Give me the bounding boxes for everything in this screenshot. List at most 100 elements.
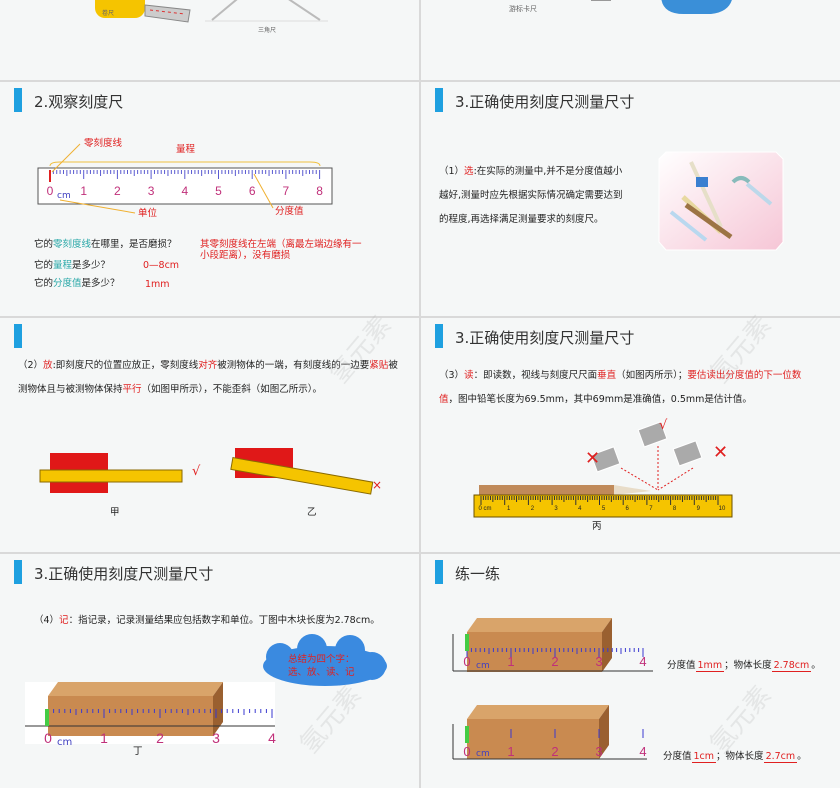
range-brace (49, 161, 321, 167)
wood-block-side (602, 618, 612, 672)
ruler-number: 6 (626, 506, 630, 512)
ruler-placement-figures (39, 448, 374, 495)
ruler-number: 4 (181, 184, 188, 198)
pencil-body (479, 485, 614, 495)
pencil-tip (614, 485, 651, 495)
eye-icon (637, 421, 668, 448)
triangle-label: 三角尺 (258, 27, 277, 34)
pointer-line (59, 199, 136, 214)
title-accent-bar (14, 324, 22, 348)
figure-label-jia: 甲 (110, 507, 120, 518)
ruler-number: 1 (100, 730, 108, 746)
slide-title: 练一练 (455, 565, 501, 583)
ruler-number: 4 (578, 506, 582, 512)
ruler-number: 2 (114, 184, 121, 198)
figure-label-ding: 丁 (133, 746, 143, 757)
unit-text: cm (57, 191, 71, 201)
cloud-line-2: 选、放、读、记 (288, 667, 355, 678)
slide-title: 3.正确使用刻度尺测量尺寸 (455, 93, 635, 111)
pointer-line (253, 173, 274, 209)
ruler-number: 0 (463, 744, 470, 759)
unit-text: cm (476, 661, 490, 671)
ruler-number: 8 (316, 184, 323, 198)
tape-label: 卷尺 (102, 10, 115, 17)
caliper-label: 游标卡尺 (509, 5, 537, 13)
figure-label-yi: 乙 (307, 507, 317, 518)
answer-division: 1mm (145, 279, 170, 290)
ruler-number: 3 (212, 730, 220, 746)
unit-text: cm (57, 737, 72, 748)
ruler-number: 3 (595, 654, 602, 669)
ruler-number: 1 (507, 654, 514, 669)
slide-tools-b[interactable]: 游标卡尺 (421, 0, 840, 80)
title-accent-bar (14, 560, 22, 584)
wood-block-front (467, 719, 599, 759)
title-accent-bar (435, 88, 443, 112)
ruler-number: 1 (507, 506, 511, 512)
eye-icon (590, 446, 621, 473)
eye-icon (672, 440, 703, 467)
ruler-number: 7 (649, 506, 653, 512)
zero-line-label: 零刻度线 (84, 138, 123, 149)
sight-line (620, 467, 659, 491)
wood-block-side (213, 682, 223, 736)
correct-view-mark: √ (659, 418, 668, 433)
ruler-number: 3 (595, 744, 602, 759)
ruler-number: 0 (44, 730, 52, 746)
slide-title: 2.观察刻度尺 (34, 93, 124, 111)
wood-block-top (48, 682, 223, 696)
ruler-number: 7 (283, 184, 290, 198)
zero-mark (45, 709, 49, 726)
slide-place[interactable]: （2）放:即刻度尺的位置应放正，零刻度线对齐被测物体的一端，有刻度线的一边要紧贴… (0, 318, 419, 552)
ruler-number: 4 (639, 744, 646, 759)
zero-mark (465, 634, 469, 651)
pointer-line (51, 143, 81, 173)
sight-line (657, 467, 694, 491)
title-accent-bar (14, 88, 22, 112)
triangle-ruler-icon (205, 0, 328, 22)
ruler-number: 3 (148, 184, 155, 198)
figure-tilted (230, 448, 374, 495)
read-paragraph: （3）读：即读数，视线与刻度尺尺面垂直（如图丙所示）；要估读出分度值的下一位数值… (439, 370, 802, 405)
summary-cloud (249, 634, 387, 699)
slide-tools-a[interactable]: 卷尺 三角尺 (0, 0, 419, 80)
slide-title: 3.正确使用刻度尺测量尺寸 (455, 329, 635, 347)
slide-read[interactable]: 3.正确使用刻度尺测量尺寸 （3）读：即读数，视线与刻度尺尺面垂直（如图丙所示）… (421, 318, 840, 552)
ruler-number: 2 (156, 730, 164, 746)
measuring-tools-image (658, 151, 784, 251)
ruler-number: 9 (697, 506, 701, 512)
place-paragraph: （2）放:即刻度尺的位置应放正，零刻度线对齐被测物体的一端，有刻度线的一边要紧贴… (18, 360, 398, 395)
slide-record[interactable]: 3.正确使用刻度尺测量尺寸 （4）记：指记录，记录测量结果应包括数字和单位。丁图… (0, 554, 419, 788)
ruler-number: 6 (249, 184, 256, 198)
ruler-number: 4 (268, 730, 276, 746)
cloud-line-1: 总结为四个字： (288, 654, 355, 665)
wrong-view-right-mark: ✕ (713, 442, 729, 463)
zero-mark (465, 726, 469, 743)
slide-choose[interactable]: 3.正确使用刻度尺测量尺寸 （1）选:在实际的测量中,并不是分度值越小越好,测量… (421, 82, 840, 316)
wrong-mark: × (372, 478, 383, 492)
division-label: 分度值 (275, 206, 304, 217)
ruler-number: 5 (602, 506, 606, 512)
wrong-view-left-mark: ✕ (585, 448, 601, 469)
answer-range: 0—8cm (143, 260, 180, 271)
wood-block-top (467, 705, 609, 719)
wood-block-ruler-figure: 0 1 2 3 4 cm (25, 682, 276, 748)
tape-measure-icon (95, 0, 191, 23)
unit-label: 单位 (138, 208, 158, 219)
wood-block-top (467, 618, 612, 632)
wood-block-side (599, 705, 609, 759)
question-range: 它的量程是多少？ (34, 260, 111, 271)
ruler-number: 1 (507, 744, 514, 759)
title-accent-bar (435, 324, 443, 348)
record-paragraph: （4）记：指记录，记录测量结果应包括数字和单位。丁图中木块长度为2.78cm。 (34, 615, 380, 626)
ruler-number: 4 (639, 654, 646, 669)
ruler-number: 1 (80, 184, 87, 198)
ruler-number: 5 (215, 184, 222, 198)
